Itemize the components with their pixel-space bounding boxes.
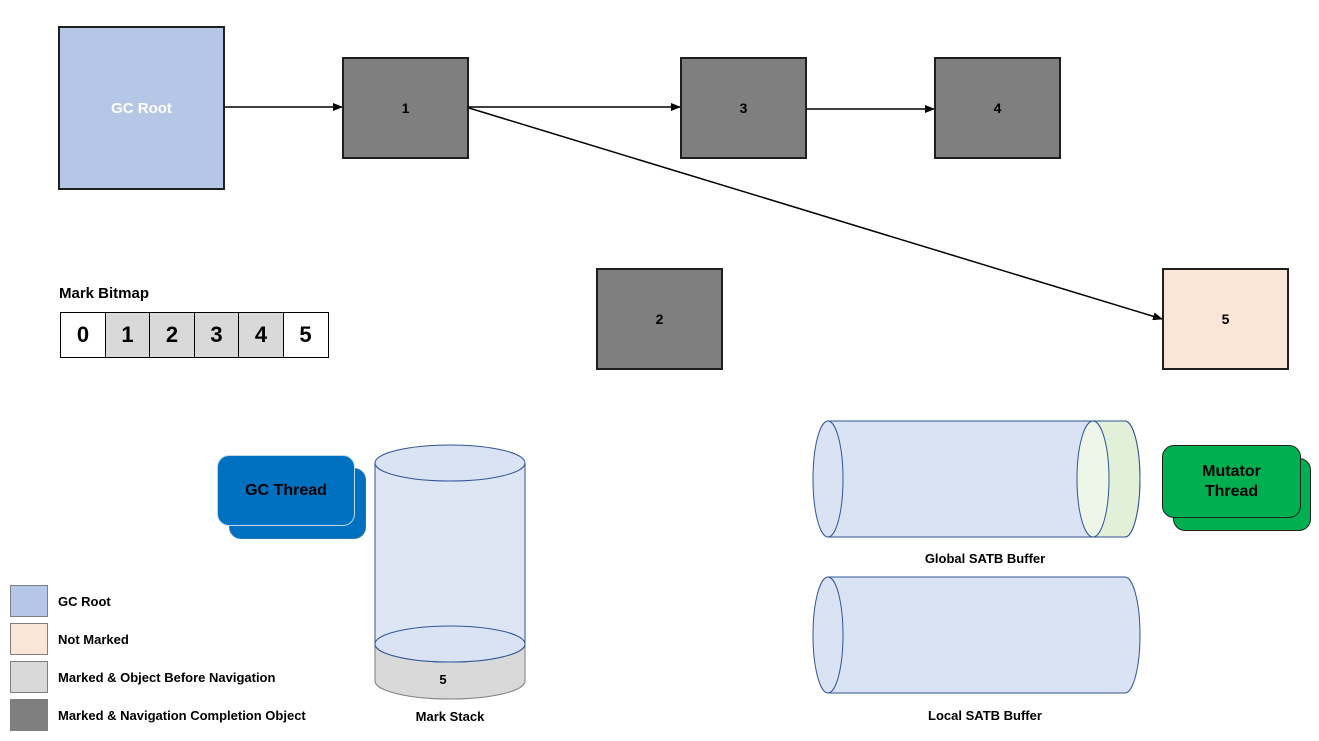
object-node-2: 2 bbox=[596, 268, 723, 370]
mark-stack-fill-top bbox=[374, 625, 526, 663]
edge-1-to-5 bbox=[468, 107, 1163, 321]
legend-item-gc-root: GC Root bbox=[10, 585, 306, 617]
object-node-5: 5 bbox=[1162, 268, 1289, 370]
object-node-1: 1 bbox=[342, 57, 469, 159]
gc-root-node: GC Root bbox=[58, 26, 225, 190]
bitmap-cell-0: 0 bbox=[60, 312, 106, 358]
mark-stack-entry-label: 5 bbox=[439, 672, 447, 687]
mark-stack-caption: Mark Stack bbox=[415, 709, 485, 724]
legend-swatch-marked-complete bbox=[10, 699, 48, 731]
legend: GC Root Not Marked Marked & Object Befor… bbox=[10, 585, 306, 731]
gc-root-label: GC Root bbox=[111, 99, 172, 117]
global-satb-buffer bbox=[812, 420, 1141, 538]
legend-swatch-not-marked bbox=[10, 623, 48, 655]
legend-swatch-marked-before bbox=[10, 661, 48, 693]
mutator-thread: Mutator Thread bbox=[1162, 445, 1301, 518]
legend-label-gc-root: GC Root bbox=[58, 593, 111, 609]
object-node-4: 4 bbox=[934, 57, 1061, 159]
legend-label-not-marked: Not Marked bbox=[58, 631, 129, 647]
object-node-1-label: 1 bbox=[401, 100, 410, 116]
bitmap-cell-1: 1 bbox=[104, 312, 151, 358]
object-node-5-label: 5 bbox=[1221, 311, 1230, 327]
legend-label-marked-complete: Marked & Navigation Completion Object bbox=[58, 707, 306, 723]
local-satb-buffer-caption: Local SATB Buffer bbox=[928, 708, 1042, 723]
legend-item-not-marked: Not Marked bbox=[10, 623, 306, 655]
object-node-3-label: 3 bbox=[739, 100, 748, 116]
global-satb-buffer-caption: Global SATB Buffer bbox=[924, 551, 1046, 566]
object-node-3: 3 bbox=[680, 57, 807, 159]
bitmap-cell-3: 3 bbox=[193, 312, 240, 358]
gc-thread-label: GC Thread bbox=[245, 481, 327, 499]
mark-stack-top bbox=[374, 444, 526, 482]
object-node-2-label: 2 bbox=[655, 311, 664, 327]
legend-swatch-gc-root bbox=[10, 585, 48, 617]
object-node-4-label: 4 bbox=[993, 100, 1002, 116]
mutator-thread-label: Mutator Thread bbox=[1202, 462, 1261, 500]
mark-bitmap-title: Mark Bitmap bbox=[59, 285, 150, 302]
legend-item-marked-before: Marked & Object Before Navigation bbox=[10, 661, 306, 693]
bitmap-cell-5: 5 bbox=[282, 312, 329, 358]
legend-item-marked-complete: Marked & Navigation Completion Object bbox=[10, 699, 306, 731]
local-satb-buffer bbox=[812, 576, 1141, 694]
bitmap-cell-4: 4 bbox=[238, 312, 284, 358]
mark-bitmap: 0 1 2 3 4 5 bbox=[60, 312, 329, 358]
gc-thread: GC Thread bbox=[217, 455, 355, 526]
legend-label-marked-before: Marked & Object Before Navigation bbox=[58, 669, 276, 685]
